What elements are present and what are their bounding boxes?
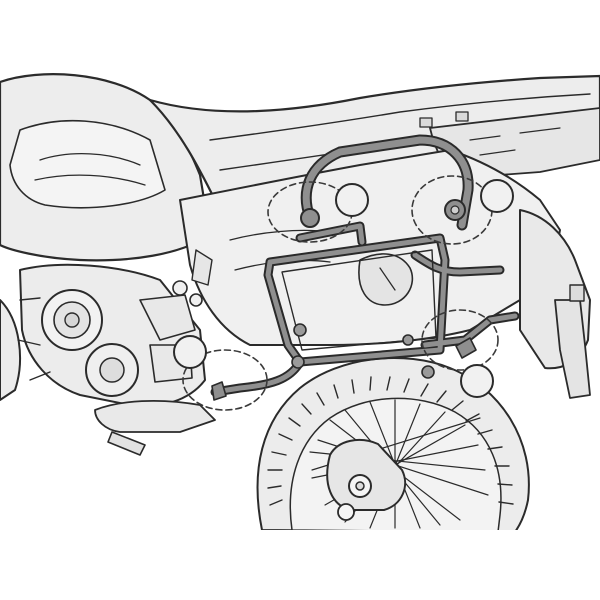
tank-panel: [9, 119, 166, 209]
brake-caliper: [326, 439, 407, 521]
front-tire: [0, 299, 21, 401]
tire-tread-icon: [267, 376, 514, 506]
rear-wheel: [256, 356, 530, 530]
engine-area: [0, 263, 216, 456]
side-case-rack: [210, 221, 520, 401]
callout-lower-left: [173, 335, 207, 369]
detail-circle-icon: [421, 309, 499, 371]
grab-handle: [300, 134, 474, 231]
motorcycle-body: [0, 73, 600, 399]
callout-lower-right: [460, 364, 494, 398]
detail-circle-icon: [182, 349, 268, 411]
callout-upper-left: [335, 183, 369, 217]
footpeg-bracket: [94, 399, 216, 433]
mounting-point-callouts: [173, 179, 514, 398]
lower-arm-bolt: [455, 337, 477, 359]
handle-bolt-left: [300, 208, 320, 228]
callout-upper-right: [480, 179, 514, 213]
